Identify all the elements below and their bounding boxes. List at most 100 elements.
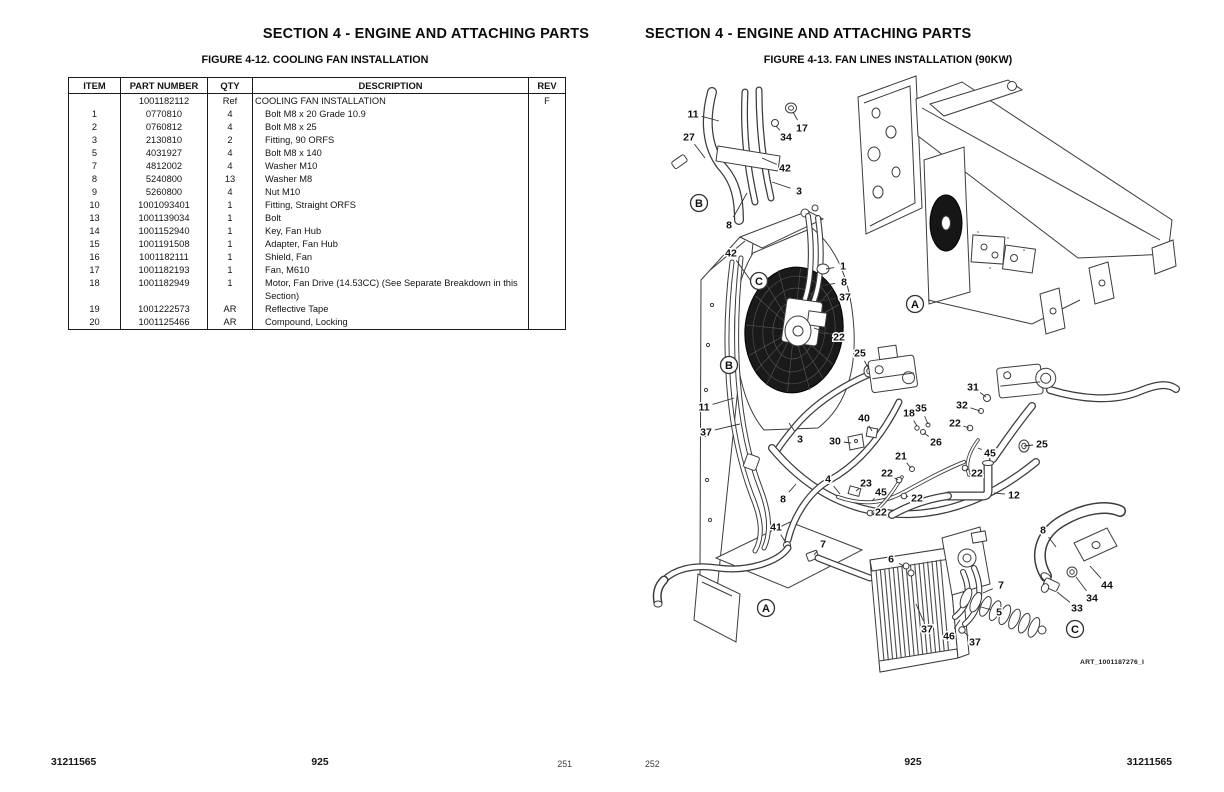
cell-part: 4812002	[120, 160, 208, 173]
footer-doc-number: 31211565	[1126, 757, 1172, 768]
leader-line	[980, 606, 991, 611]
callout-number-22: 22	[949, 418, 961, 430]
cell-part: 1001222573	[120, 303, 208, 316]
cell-qty: 1	[207, 277, 253, 303]
cell-qty: 1	[207, 264, 253, 277]
cell-item: 18	[89, 278, 100, 288]
leader-line	[871, 498, 875, 502]
cell-rev	[528, 277, 566, 303]
cell-desc: Fitting, Straight ORFS	[252, 199, 529, 212]
cell-desc: Washer M8	[252, 173, 529, 186]
leader-line	[993, 492, 1006, 495]
cell-part: 1001191508	[120, 238, 208, 251]
view-letter-B: B	[725, 360, 733, 372]
callout-number-37: 37	[839, 292, 851, 304]
callout-number-40: 40	[858, 413, 870, 425]
cell-item: 5	[91, 148, 98, 158]
callout-number-12: 12	[1008, 490, 1020, 502]
leader-line	[953, 619, 961, 629]
cell-rev	[528, 303, 566, 316]
leader-line	[924, 416, 929, 425]
cell-rev	[528, 251, 566, 264]
view-letter-circle-C	[749, 271, 769, 291]
leader-line	[714, 423, 741, 431]
leader-line	[761, 157, 777, 165]
cell-rev	[528, 199, 566, 212]
cell-part: 1001093401	[120, 199, 208, 212]
leader-line	[898, 562, 905, 567]
cell-desc: Reflective Tape	[252, 303, 529, 316]
callout-number-22: 22	[971, 468, 983, 480]
cell-part: 5240800	[120, 173, 208, 186]
callout-number-34: 34	[1086, 593, 1098, 605]
cell-qty: 4	[207, 108, 253, 121]
cell-item: 19	[89, 304, 100, 314]
view-letter-A: A	[762, 603, 770, 615]
cell-item: 20	[89, 317, 100, 327]
art-reference: ART_1001187276_I	[1080, 659, 1145, 666]
cell-part: 4031927	[120, 147, 208, 160]
leader-line	[694, 143, 706, 159]
diagram-art	[652, 75, 1180, 673]
cell-rev	[528, 316, 566, 330]
leader-line	[963, 631, 969, 637]
leader-line	[735, 260, 752, 282]
leader-line	[1075, 576, 1087, 592]
callout-number-8: 8	[1040, 525, 1046, 537]
callout-number-31: 31	[967, 382, 979, 394]
callout-number-22: 22	[911, 493, 923, 505]
callout-number-8: 8	[780, 494, 786, 506]
footer-model-number: 925	[311, 757, 329, 768]
leader-line	[963, 425, 970, 429]
leader-line	[923, 432, 930, 437]
cell-part: 1001182112	[120, 93, 208, 108]
leader-line	[979, 392, 987, 398]
callout-number-34: 34	[780, 132, 792, 144]
footer-page-number: 252	[645, 759, 660, 769]
cell-rev	[528, 108, 566, 121]
cell-part: 2130810	[120, 134, 208, 147]
cell-desc: Adapter, Fan Hub	[252, 238, 529, 251]
figure-title: FIGURE 4-13. FAN LINES INSTALLATION (90K…	[763, 54, 1013, 66]
leader-line	[818, 297, 837, 302]
view-letter-C: C	[755, 276, 763, 288]
leader-line	[813, 327, 831, 335]
callout-number-30: 30	[829, 436, 841, 448]
callout-number-17: 17	[796, 123, 808, 135]
cell-qty: 4	[207, 121, 253, 134]
cell-rev	[528, 264, 566, 277]
leader-line	[712, 397, 735, 405]
callout-number-37: 37	[921, 624, 933, 636]
cell-rev	[528, 147, 566, 160]
cell-desc: Bolt M8 x 25	[252, 121, 529, 134]
cell-qty: AR	[207, 303, 253, 316]
callout-number-1: 1	[840, 261, 846, 273]
cell-desc: Shield, Fan	[252, 251, 529, 264]
cell-part: 1001139034	[120, 212, 208, 225]
figure-title: FIGURE 4-12. COOLING FAN INSTALLATION	[201, 54, 429, 66]
callout-number-25: 25	[1036, 439, 1048, 451]
cell-qty: 2	[207, 134, 253, 147]
footer-page-number: 251	[557, 759, 572, 769]
cell-item: 8	[91, 174, 98, 184]
leader-line	[970, 407, 981, 412]
callout-number-22: 22	[881, 468, 893, 480]
footer-model-number: 925	[904, 757, 922, 768]
leader-line	[1048, 536, 1057, 548]
view-letter-circle-B	[689, 193, 709, 213]
page-left: SECTION 4 - ENGINE AND ATTACHING PARTS F…	[51, 26, 589, 769]
callout-number-27: 27	[683, 132, 695, 144]
